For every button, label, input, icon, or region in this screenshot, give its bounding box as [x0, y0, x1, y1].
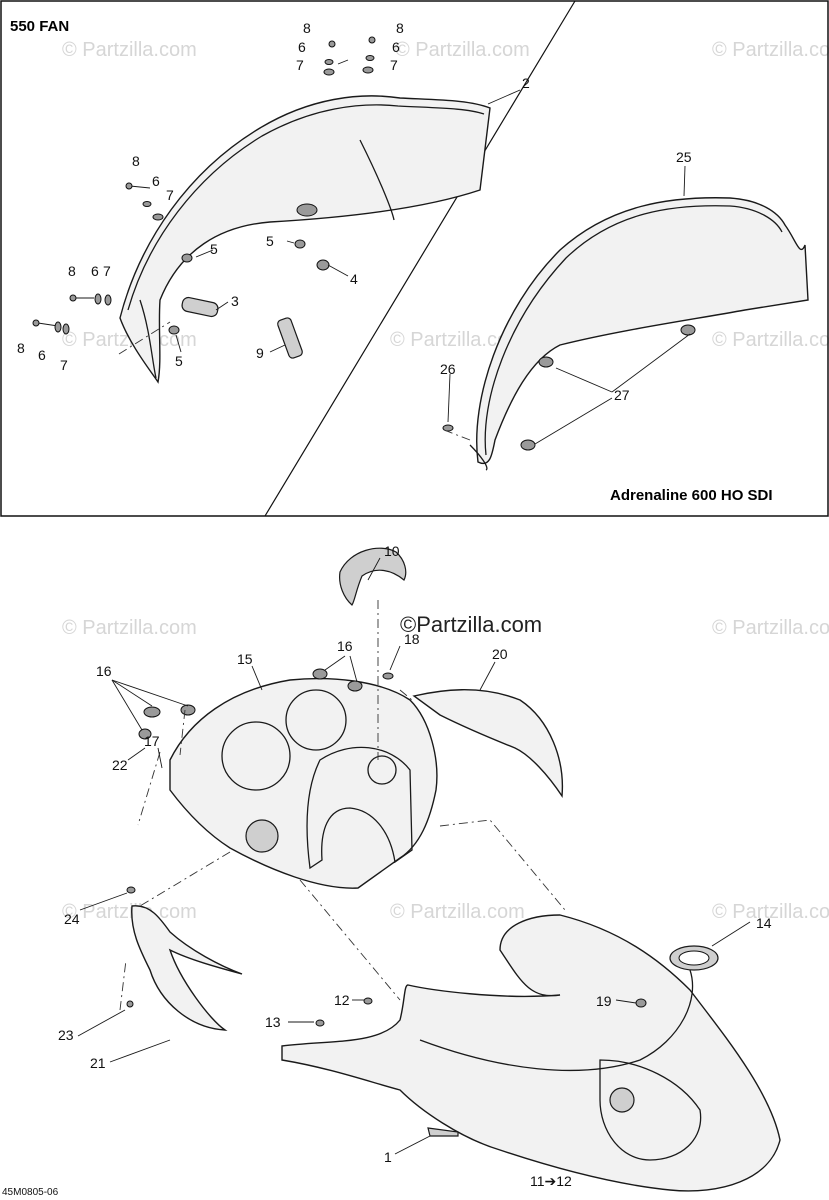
cap-part-10 [339, 547, 407, 606]
callout-23: 23 [58, 1027, 74, 1043]
callout-13: 13 [265, 1014, 281, 1030]
watermark-text: © Partzilla.com [712, 901, 829, 923]
callout-6: 6 [152, 173, 160, 189]
callout-7: 7 [166, 187, 174, 203]
instrument-housing-part-15 [138, 668, 438, 889]
callout-6: 6 [298, 39, 306, 55]
callout-4: 4 [350, 271, 358, 287]
callout-25: 25 [676, 149, 692, 165]
watermark-text: © Partzilla.com [390, 329, 525, 351]
watermarks: © Partzilla.com © Partzilla.com © Partzi… [62, 39, 829, 923]
leader-lines [77, 59, 751, 1155]
callout-16: 16 [337, 638, 353, 654]
callout-8: 8 [68, 263, 76, 279]
callout-22: 22 [112, 757, 128, 773]
grommet-icon [296, 203, 318, 217]
callout-3: 3 [231, 293, 239, 309]
callout-6: 6 [38, 347, 46, 363]
callout-5: 5 [210, 241, 218, 257]
alignment-lines [118, 321, 566, 1011]
windshield-part-25 [442, 197, 809, 471]
watermark-center-text: ©Partzilla.com [400, 612, 542, 637]
panel-frame [0, 0, 829, 517]
callout-17: 17 [144, 733, 160, 749]
callout-12: 12 [334, 992, 350, 1008]
callout-9: 9 [256, 345, 264, 361]
callout-7: 7 [390, 57, 398, 73]
handle-icon [181, 296, 219, 318]
callout-19: 19 [596, 993, 612, 1009]
callout-26: 26 [440, 361, 456, 377]
callout-7: 7 [60, 357, 68, 373]
callout-8: 8 [132, 153, 140, 169]
callout-10: 10 [384, 543, 400, 559]
watermark-text: © Partzilla.com [395, 39, 530, 61]
grommet-icon [520, 439, 536, 451]
callout-27: 27 [614, 387, 630, 403]
callout-21: 21 [90, 1055, 106, 1071]
callout-24: 24 [64, 911, 80, 927]
callout-11-12: 11➔12 [530, 1173, 572, 1189]
callout-6: 6 [91, 263, 99, 279]
callout-5: 5 [266, 233, 274, 249]
callout-14: 14 [756, 915, 772, 931]
windshield-hardware [32, 36, 376, 359]
callout-5: 5 [175, 353, 183, 369]
callout-8: 8 [396, 20, 404, 36]
top-panel: 550 FAN Adrenaline 600 HO SDI [0, 0, 829, 517]
watermark-text: © Partzilla.com [62, 901, 197, 923]
windshield-part-2 [119, 95, 491, 384]
grommet-icon [680, 324, 696, 336]
watermark-text: © Partzilla.com [62, 39, 197, 61]
callout-7: 7 [296, 57, 304, 73]
callout-labels: 8 6 7 8 6 7 2 8 6 7 5 5 4 3 8 6 7 8 6 7 … [17, 20, 772, 1189]
panel-title-550-fan: 550 FAN [10, 18, 69, 35]
deflector-part-21 [126, 886, 243, 1031]
callout-6: 6 [392, 39, 400, 55]
callout-7: 7 [103, 263, 111, 279]
panel-title-adrenaline: Adrenaline 600 HO SDI [610, 487, 773, 504]
drawing-code: 45M0805-06 [2, 1187, 59, 1198]
nut-icon [316, 259, 330, 271]
callout-16: 16 [96, 663, 112, 679]
watermark-text: © Partzilla.com [712, 329, 829, 351]
callout-2: 2 [522, 75, 530, 91]
callout-15: 15 [237, 651, 253, 667]
callout-18: 18 [404, 631, 420, 647]
watermark-text: © Partzilla.com [712, 617, 829, 639]
panel-divider [264, 0, 576, 517]
watermark-text: © Partzilla.com [62, 329, 197, 351]
grommet-icon [538, 356, 554, 368]
callout-8: 8 [17, 340, 25, 356]
callout-8: 8 [303, 20, 311, 36]
callout-20: 20 [492, 646, 508, 662]
side-cover-part-20 [412, 689, 564, 799]
watermark-text: © Partzilla.com [390, 901, 525, 923]
hood-body-part-11 [281, 914, 781, 1192]
fastener-tool-icon [277, 317, 303, 359]
callout-1: 1 [384, 1149, 392, 1165]
watermark-text: © Partzilla.com [712, 39, 829, 61]
watermark-text: © Partzilla.com [62, 617, 197, 639]
